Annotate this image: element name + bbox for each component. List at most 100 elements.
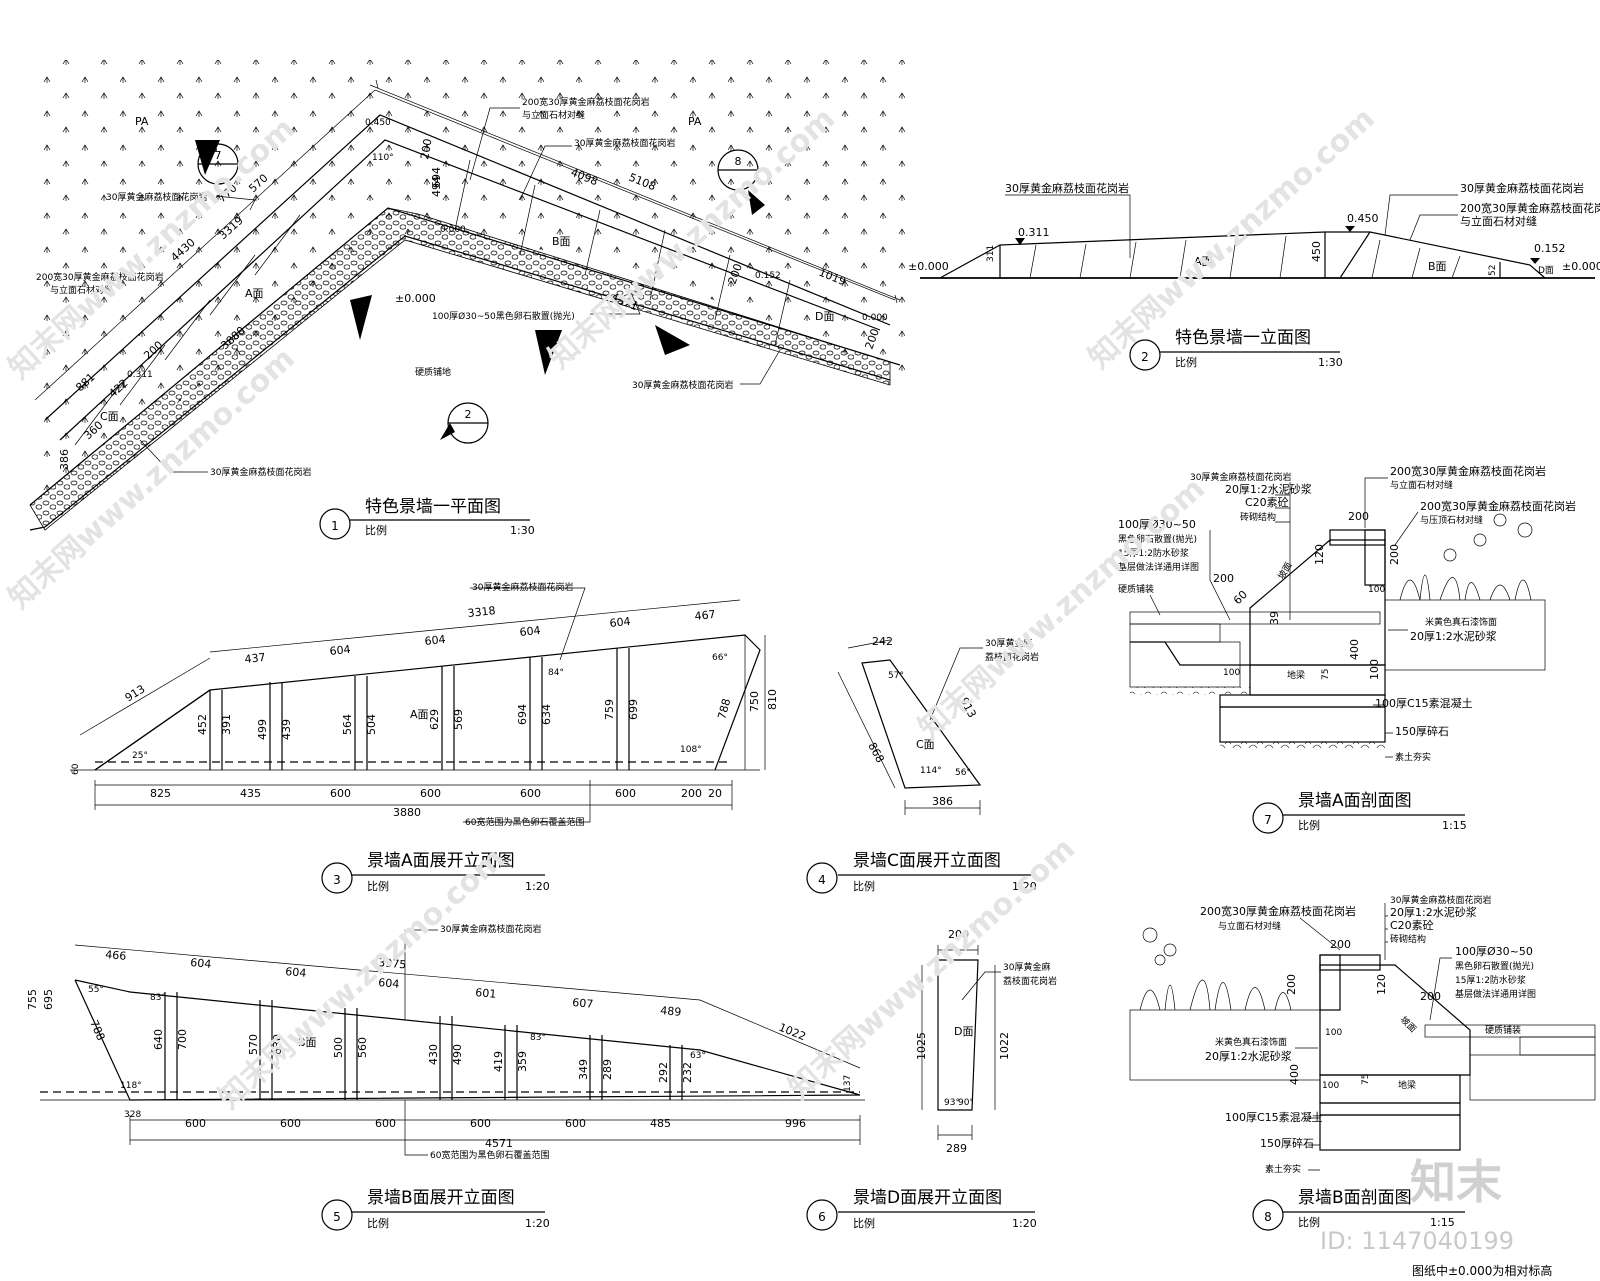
sec7-dim-8: 100 <box>1223 668 1240 678</box>
title-2-number: 2 <box>1141 350 1149 364</box>
elev2-level-2: 0.450 <box>1347 212 1379 225</box>
elevB-h-16: 232 <box>681 1062 694 1083</box>
sec7-dim-2: 200 <box>1388 544 1401 565</box>
elevC-angle-1: 114° <box>920 766 942 776</box>
sec8-dim-6: 100 <box>1322 1081 1339 1091</box>
plan-note-stone-30: 30厚黄金麻荔枝面花岗岩 <box>574 137 675 149</box>
elevA-bottom-3: 600 <box>420 787 441 800</box>
plan-face-d: D面 <box>815 310 834 323</box>
title-4-text: 景墙C面展开立面图 <box>853 851 1001 871</box>
elevB-angle-1: 83° <box>150 993 166 1003</box>
plan-dim-12: 694 <box>430 167 443 188</box>
title-5-text: 景墙B面展开立面图 <box>367 1188 515 1208</box>
plan-note-stone-30c: 30厚黄金麻荔枝面花岗岩 <box>632 379 733 391</box>
elevA-face: A面 <box>410 708 429 721</box>
elevC-angle-0: 57° <box>888 671 904 681</box>
elevA-bottom-5: 600 <box>615 787 636 800</box>
elevB-angle-4: 63° <box>690 1051 706 1061</box>
elevB-total: 4571 <box>485 1137 513 1150</box>
title-block-4: 4 景墙C面展开立面图 比例 1:20 <box>806 851 1037 894</box>
elevA-angle-1: 66° <box>712 653 728 663</box>
view-section-8: 200宽30厚黄金麻荔枝面花岗岩 与立面石材对缝 30厚黄金麻荔枝面花岗岩 20… <box>1129 894 1596 1175</box>
elevB-angle-3: 83° <box>530 1033 546 1043</box>
elevA-h-14: 810 <box>766 689 779 710</box>
elevA-top-3: 604 <box>424 633 446 648</box>
elevB-h-12: 359 <box>516 1051 529 1072</box>
title-block-1: 1 特色景墙一平面图 比例 1:30 <box>319 497 535 540</box>
elev2-note-a: 30厚黄金麻荔枝面花岗岩 <box>1005 181 1129 195</box>
title-block-3: 3 景墙A面展开立面图 比例 1:20 <box>321 851 550 894</box>
elevA-h-12: 788 <box>715 697 733 721</box>
elev2-dim-0: 311 <box>986 245 996 262</box>
elevA-top-2: 604 <box>329 643 351 658</box>
sec7-dim-3: 100 <box>1368 585 1385 595</box>
sec7-note-r2-0: 米黄色真石漆饰面 <box>1425 616 1497 628</box>
sec7-note-r-0: 200宽30厚黄金麻荔枝面花岗岩 <box>1390 464 1546 478</box>
elevB-h-5: 570 <box>247 1034 260 1055</box>
elevA-h-5: 504 <box>365 714 378 735</box>
sec7-dim-10: 100 <box>1368 659 1381 680</box>
title-block-8: 8 景墙B面剖面图 比例 1:15 <box>1252 1188 1465 1231</box>
elevA-h-10: 759 <box>603 699 616 720</box>
title-block-7: 7 景墙A面剖面图 比例 1:15 <box>1252 791 1467 834</box>
plan-paving: 硬质铺地 <box>415 366 451 378</box>
elevA-h-9: 634 <box>540 704 553 725</box>
title-6-scale: 1:20 <box>1012 1217 1037 1230</box>
elev2-level-3: 0.152 <box>1534 242 1566 255</box>
title-4-number: 4 <box>818 873 826 887</box>
sec8-dim-0: 200 <box>1285 974 1298 995</box>
elev2-level-4: ±0.000 <box>1562 260 1600 273</box>
sec7-dim-7: 400 <box>1348 639 1361 660</box>
elevD-note: 30厚黄金麻 <box>1003 961 1050 973</box>
elevA-top-4: 604 <box>519 624 541 639</box>
title-2-scale-label: 比例 <box>1175 355 1197 369</box>
elevB-h-3: 640 <box>152 1029 165 1050</box>
elev2-face-a: A面 <box>1194 255 1213 268</box>
elevC-angle-2: 56° <box>955 768 971 778</box>
elevA-top-5: 604 <box>609 615 631 630</box>
elevA-h-7: 569 <box>452 709 465 730</box>
sec8-paving: 硬质铺装 <box>1485 1024 1521 1036</box>
sec7-dim-5: 60 <box>1231 588 1250 607</box>
title-block-6: 6 景墙D面展开立面图 比例 1:20 <box>806 1188 1037 1231</box>
plan-section-mark-2: 2 <box>465 408 472 421</box>
elevB-h-17: 137 <box>843 1075 853 1092</box>
title-block-5: 5 景墙B面展开立面图 比例 1:20 <box>321 1188 550 1231</box>
elev2-note-c2: 与立面石材对缝 <box>1460 214 1537 228</box>
elevA-angle-3: 108° <box>680 745 702 755</box>
sec7-note-l2-4: 硬质铺装 <box>1118 583 1154 595</box>
watermark-text-5: 知末网www.znzmo.com <box>912 471 1212 746</box>
sec8-dim-1: 200 <box>1330 938 1351 951</box>
plan-note-stone-30d: 30厚黄金麻荔枝面花岗岩 <box>210 466 311 478</box>
plan-face-a: A面 <box>245 287 264 300</box>
sec8-dim-7: 75 <box>1361 1074 1371 1085</box>
sec7-note-r-2: 200宽30厚黄金麻荔枝面花岗岩 <box>1420 499 1576 513</box>
sec8-note-l-1: 与立面石材对缝 <box>1218 920 1281 932</box>
elevA-note-top: 30厚黄金麻荔枝面花岗岩 <box>472 581 573 593</box>
elevB-note-bottom: 60宽范围为黑色卵石覆盖范围 <box>430 1149 549 1161</box>
elevB-face: B面 <box>298 1036 317 1049</box>
title-4-scale: 1:20 <box>1012 880 1037 893</box>
elevB-top-3: 3975 <box>378 956 407 971</box>
view-elevation-a: 30厚黄金麻荔枝面花岗岩 60宽范围为黑色卵石覆盖范围 A面 913 3318 … <box>70 581 779 828</box>
sec8-note-b-0: 100厚C15素混凝土 <box>1225 1110 1323 1124</box>
elevB-top-7: 489 <box>660 1004 682 1019</box>
sec7-dim-9: 75 <box>1321 669 1331 680</box>
sec7-dim-0: 200 <box>1348 510 1369 523</box>
elevB-bottom-3: 600 <box>470 1117 491 1130</box>
elevB-h-10: 490 <box>451 1044 464 1065</box>
elevD-dim-2: 1022 <box>998 1032 1011 1060</box>
elevA-total: 3880 <box>393 806 421 819</box>
elevB-h-14: 289 <box>601 1059 614 1080</box>
elevD-dim-1: 1025 <box>915 1032 928 1060</box>
elevB-top-1: 604 <box>190 956 212 971</box>
sec7-note-r-1: 与立面石材对缝 <box>1390 479 1453 491</box>
title-6-number: 6 <box>818 1210 826 1224</box>
elev2-face-b: B面 <box>1428 260 1447 273</box>
plan-level-3: 0.000 <box>862 313 888 323</box>
plan-dim-10: 386 <box>58 449 71 470</box>
plan-face-b: B面 <box>552 235 571 248</box>
plan-level-zero: ±0.000 <box>395 292 436 305</box>
elevB-angle-0: 55° <box>88 985 104 995</box>
